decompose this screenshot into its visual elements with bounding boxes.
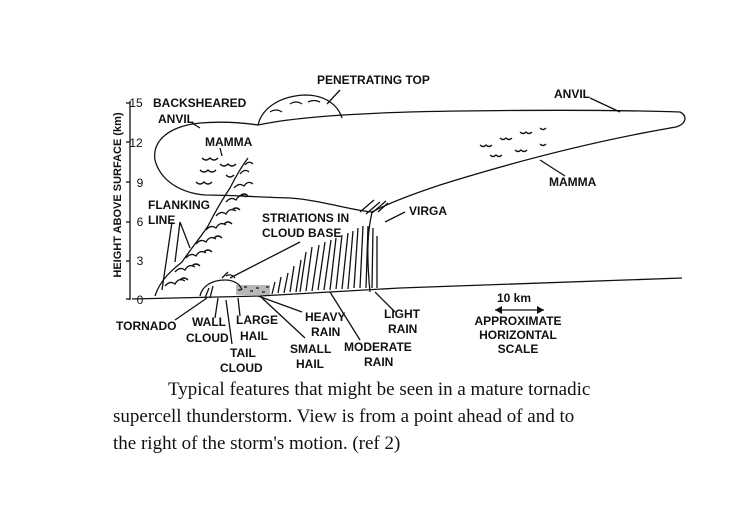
flanking-line-cumulus (154, 157, 254, 297)
label-flanking-line1: FLANKING (148, 198, 210, 212)
caption-line-3: the right of the storm's motion. (ref 2) (113, 433, 400, 454)
mamma-left-marks (195, 157, 237, 185)
label-tail-cloud-line1: TAIL (230, 346, 256, 360)
horizontal-scale: 10 km APPROXIMATE HORIZONTAL SCALE (474, 291, 561, 356)
label-small-hail-line2: HAIL (296, 357, 324, 371)
label-flanking-line2: LINE (148, 213, 175, 227)
label-penetrating-top: PENETRATING TOP (317, 73, 430, 87)
tick-label-3: 3 (137, 254, 144, 268)
label-anvil: ANVIL (554, 87, 590, 101)
label-backsheared-line2: ANVIL (158, 112, 194, 126)
anvil-cloud (154, 109, 686, 213)
scale-label-line3: SCALE (498, 342, 539, 356)
label-heavy-rain-line1: HEAVY (305, 310, 345, 324)
label-backsheared-line1: BACKSHEARED (153, 96, 247, 110)
label-light-rain-line1: LIGHT (384, 307, 421, 321)
wall-cloud (199, 279, 243, 297)
tick-label-15: 15 (129, 96, 143, 110)
label-small-hail-line1: SMALL (290, 342, 331, 356)
tail-cloud-wisps (221, 271, 236, 279)
tick-label-12: 12 (129, 136, 143, 150)
tornado-funnel (204, 285, 214, 299)
label-tail-cloud-line2: CLOUD (220, 361, 263, 375)
mamma-right-marks (479, 127, 547, 158)
label-striations-line2: CLOUD BASE (262, 226, 341, 240)
label-large-hail-line1: LARGE (236, 313, 278, 327)
label-light-rain-line2: RAIN (388, 322, 417, 336)
label-wall-cloud-line2: CLOUD (186, 331, 229, 345)
virga-shaft-edge (367, 211, 373, 293)
figure-caption: Typical features that might be seen in a… (113, 379, 590, 454)
label-virga: VIRGA (409, 204, 447, 218)
caption-line-1: Typical features that might be seen in a… (168, 379, 590, 400)
label-moderate-rain-line1: MODERATE (344, 340, 412, 354)
label-moderate-rain-line2: RAIN (364, 355, 393, 369)
scale-label-line2: HORIZONTAL (479, 328, 557, 342)
caption-line-2: supercell thunderstorm. View is from a p… (113, 406, 574, 427)
label-striations-line1: STRIATIONS IN (262, 211, 349, 225)
height-axis: 0 3 6 9 12 15 HEIGHT ABOVE SURFACE (km) (112, 96, 144, 307)
label-wall-cloud-line1: WALL (192, 315, 226, 329)
scale-distance-label: 10 km (497, 291, 531, 305)
tick-label-0: 0 (137, 293, 144, 307)
label-large-hail-line2: HAIL (240, 329, 268, 343)
height-axis-title: HEIGHT ABOVE SURFACE (km) (112, 112, 124, 278)
tick-label-6: 6 (137, 215, 144, 229)
virga-streaks (359, 199, 389, 215)
label-heavy-rain-line2: RAIN (311, 325, 340, 339)
penetrating-top-dome (257, 94, 343, 126)
label-mamma-right: MAMMA (549, 175, 597, 189)
leader-lines (161, 89, 621, 345)
precipitation-shafts (236, 225, 378, 295)
label-mamma-left: MAMMA (205, 135, 253, 149)
hail-core (236, 285, 270, 295)
tick-label-9: 9 (137, 176, 144, 190)
scale-label-line1: APPROXIMATE (474, 314, 561, 328)
label-tornado: TORNADO (116, 319, 176, 333)
